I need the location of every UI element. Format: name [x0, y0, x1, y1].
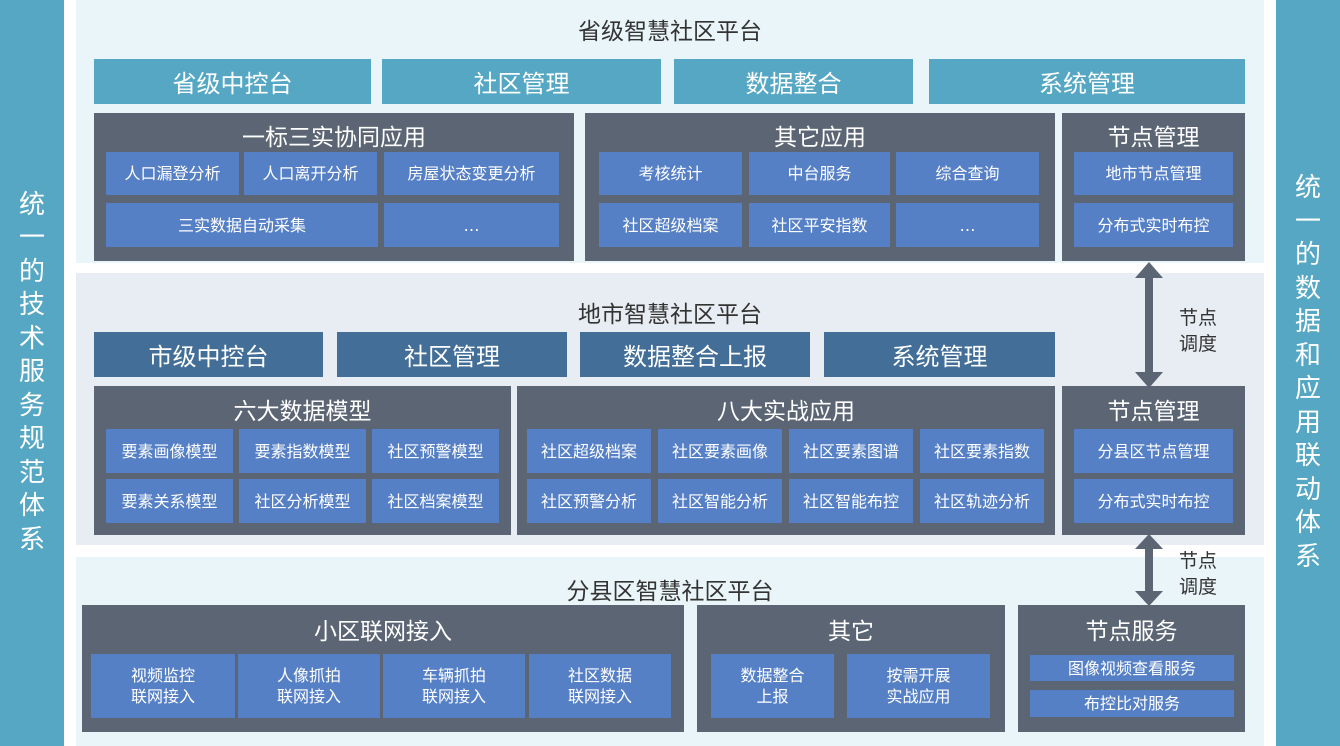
left-side-char: 体 — [18, 491, 45, 522]
tab-system-management[interactable]: 系统管理 — [929, 59, 1245, 104]
cell-element-index-model[interactable]: 要素指数模型 — [239, 429, 366, 473]
node-schedule-label: 节点 调度 — [1178, 307, 1217, 355]
right-side-char: 和 — [1294, 340, 1321, 371]
cell-community-super-archive[interactable]: 社区超级档案 — [527, 429, 651, 473]
left-side-char: 系 — [18, 524, 45, 555]
right-side-char: 动 — [1294, 474, 1321, 505]
group-title: 小区联网接入 — [314, 619, 452, 645]
cell-element-portrait-model[interactable]: 要素画像模型 — [106, 429, 233, 473]
left-side-char: 务 — [18, 390, 45, 421]
tab-data-integration[interactable]: 数据整合 — [674, 59, 913, 104]
right-side-char: 系 — [1294, 541, 1321, 572]
group-title: 其它应用 — [774, 125, 866, 151]
tab-data-integration-report[interactable]: 数据整合上报 — [580, 332, 810, 377]
cell-image-video-service[interactable]: 图像视频查看服务 — [1030, 655, 1234, 681]
cell-element-relation-model[interactable]: 要素关系模型 — [106, 479, 233, 523]
cell-assessment-stats[interactable]: 考核统计 — [599, 152, 742, 195]
cell-community-trajectory-analysis[interactable]: 社区轨迹分析 — [920, 479, 1044, 523]
cell-ellipsis[interactable]: … — [384, 203, 559, 247]
cell-video-monitor-access[interactable]: 视频监控 联网接入 — [91, 654, 235, 718]
cell-community-element-graph[interactable]: 社区要素图谱 — [789, 429, 913, 473]
left-side-char: 技 — [18, 290, 45, 321]
group-title: 一标三实协同应用 — [242, 125, 426, 151]
cell-community-analysis-model[interactable]: 社区分析模型 — [239, 479, 366, 523]
left-side-char: 的 — [18, 256, 45, 287]
right-side-char: 体 — [1294, 508, 1321, 538]
right-side-banner: 统 一 的 数 据 和 应 用 联 动 体 系 — [1276, 0, 1340, 746]
cell-community-element-portrait[interactable]: 社区要素画像 — [658, 429, 782, 473]
group-title: 六大数据模型 — [233, 399, 372, 425]
cell-auto-collection[interactable]: 三实数据自动采集 — [106, 203, 378, 247]
tab-community-management[interactable]: 社区管理 — [382, 59, 661, 104]
county-title: 分县区智慧社区平台 — [566, 579, 774, 605]
cell-community-data-access[interactable]: 社区数据 联网接入 — [529, 654, 671, 718]
right-side-char: 用 — [1294, 407, 1321, 438]
cell-house-status-change[interactable]: 房屋状态变更分析 — [384, 152, 559, 195]
cell-community-element-index[interactable]: 社区要素指数 — [920, 429, 1044, 473]
tab-city-console[interactable]: 市级中控台 — [94, 332, 323, 377]
tab-system-management[interactable]: 系统管理 — [824, 332, 1055, 377]
cell-middle-platform[interactable]: 中台服务 — [749, 152, 890, 195]
cell-comprehensive-query[interactable]: 综合查询 — [896, 152, 1039, 195]
cell-data-integration-report[interactable]: 数据整合 上报 — [711, 654, 834, 718]
cell-ellipsis[interactable]: … — [896, 203, 1039, 247]
tab-provincial-console[interactable]: 省级中控台 — [94, 59, 371, 104]
provincial-title: 省级智慧社区平台 — [578, 19, 762, 45]
right-side-char: 统 — [1294, 173, 1321, 203]
node-schedule-label: 节点 调度 — [1178, 550, 1217, 598]
cell-on-demand-application[interactable]: 按需开展 实战应用 — [847, 654, 990, 718]
cell-community-warning-model[interactable]: 社区预警模型 — [372, 429, 499, 473]
left-side-banner: 统 一 的 技 术 服 务 规 范 体 系 — [0, 0, 64, 746]
cell-population-leave[interactable]: 人口离开分析 — [244, 152, 377, 195]
left-side-char: 服 — [18, 357, 45, 388]
cell-community-smart-analysis[interactable]: 社区智能分析 — [658, 479, 782, 523]
left-side-char: 一 — [18, 223, 45, 254]
left-side-char: 规 — [18, 424, 45, 455]
group-title: 节点管理 — [1107, 125, 1200, 151]
group-title: 节点服务 — [1085, 619, 1178, 645]
cell-community-warning-analysis[interactable]: 社区预警分析 — [527, 479, 651, 523]
right-side-char: 联 — [1294, 441, 1321, 471]
right-side-char: 据 — [1294, 307, 1321, 337]
cell-face-capture-access[interactable]: 人像抓拍 联网接入 — [238, 654, 380, 718]
cell-city-node-management[interactable]: 地市节点管理 — [1074, 152, 1233, 195]
group-title: 节点管理 — [1107, 399, 1200, 425]
double-arrow-icon — [1135, 534, 1163, 606]
right-side-char: 的 — [1294, 240, 1321, 270]
tab-community-management[interactable]: 社区管理 — [337, 332, 567, 377]
left-side-char: 统 — [18, 189, 45, 220]
cell-control-compare-service[interactable]: 布控比对服务 — [1030, 690, 1234, 717]
right-side-char: 数 — [1294, 273, 1321, 304]
cell-community-safety-index[interactable]: 社区平安指数 — [749, 203, 890, 247]
left-side-char: 术 — [18, 323, 45, 354]
double-arrow-icon — [1135, 262, 1163, 388]
city-title: 地市智慧社区平台 — [578, 302, 762, 328]
cell-distributed-control[interactable]: 分布式实时布控 — [1074, 479, 1233, 523]
cell-population-missing[interactable]: 人口漏登分析 — [106, 152, 239, 195]
right-side-char: 一 — [1294, 206, 1321, 237]
cell-distributed-control[interactable]: 分布式实时布控 — [1074, 203, 1233, 247]
cell-vehicle-capture-access[interactable]: 车辆抓拍 联网接入 — [383, 654, 525, 718]
cell-community-archive[interactable]: 社区超级档案 — [599, 203, 742, 247]
right-side-char: 应 — [1294, 374, 1321, 404]
left-side-char: 范 — [18, 457, 45, 488]
cell-community-smart-control[interactable]: 社区智能布控 — [789, 479, 913, 523]
group-title: 其它 — [828, 619, 874, 645]
cell-community-archive-model[interactable]: 社区档案模型 — [372, 479, 499, 523]
cell-county-node-management[interactable]: 分县区节点管理 — [1074, 429, 1233, 473]
group-title: 八大实战应用 — [717, 399, 855, 425]
